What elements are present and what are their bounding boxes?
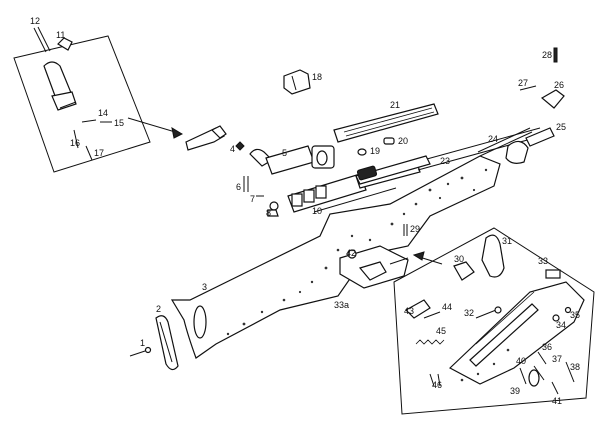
label-4: 4 <box>230 144 235 154</box>
part-4 <box>185 127 225 151</box>
label-39: 39 <box>510 386 520 396</box>
label-29: 29 <box>410 224 420 234</box>
part-21-handguard <box>333 103 439 143</box>
label-10: 10 <box>312 206 322 216</box>
part-1-screw <box>129 349 149 357</box>
label-5: 5 <box>282 148 287 158</box>
label-3: 3 <box>202 282 207 292</box>
label-26: 26 <box>554 80 564 90</box>
part-20 <box>383 137 395 145</box>
label-33a: 33a <box>334 300 349 310</box>
part-25-barrel-band <box>505 127 555 164</box>
label-37: 37 <box>552 354 562 364</box>
label-12: 12 <box>30 16 40 26</box>
label-43: 43 <box>404 306 414 316</box>
label-21: 21 <box>390 100 400 110</box>
part-28 <box>553 47 558 63</box>
label-40: 40 <box>516 356 526 366</box>
label-42: 42 <box>346 248 356 258</box>
part-23-cap <box>356 165 378 181</box>
part-4b <box>210 125 227 139</box>
label-44: 44 <box>442 302 452 312</box>
label-19: 19 <box>370 146 380 156</box>
label-35: 35 <box>570 310 580 320</box>
label-15: 15 <box>114 118 124 128</box>
label-7: 7 <box>250 194 255 204</box>
label-2: 2 <box>156 304 161 314</box>
part-3-stock <box>170 155 501 359</box>
part-number-labels: 1 2 3 4 5 6 7 8 10 11 12 14 15 16 17 18 … <box>30 16 580 406</box>
label-28: 28 <box>542 50 552 60</box>
label-32: 32 <box>464 308 474 318</box>
part-24 <box>477 127 531 153</box>
trigger-inset-panel <box>393 227 595 415</box>
part-23 <box>355 155 431 185</box>
part-2-butt-plate <box>155 315 179 371</box>
label-45: 45 <box>436 326 446 336</box>
part-4-spring <box>235 141 245 151</box>
label-30: 30 <box>454 254 464 264</box>
part-19 <box>357 148 367 156</box>
part-33a-trigger-housing <box>339 245 409 289</box>
part-26 <box>540 89 565 109</box>
label-33: 33 <box>538 256 548 266</box>
label-17: 17 <box>94 148 104 158</box>
label-36: 36 <box>542 342 552 352</box>
label-11: 11 <box>56 30 65 40</box>
label-18: 18 <box>312 72 322 82</box>
part-8b <box>267 209 279 217</box>
label-23: 23 <box>440 156 450 166</box>
part-5-operating-slide <box>249 145 335 175</box>
label-46: 46 <box>432 380 442 390</box>
label-20: 20 <box>398 136 408 146</box>
label-41: 41 <box>552 396 562 406</box>
label-24: 24 <box>488 134 498 144</box>
bolt-inset-panel <box>13 26 184 173</box>
label-8: 8 <box>266 208 271 218</box>
part-8 <box>269 201 279 211</box>
label-16: 16 <box>70 138 80 148</box>
label-1: 1 <box>140 338 145 348</box>
label-38: 38 <box>570 362 580 372</box>
label-6: 6 <box>236 182 241 192</box>
label-27: 27 <box>518 78 528 88</box>
label-31: 31 <box>502 236 512 246</box>
label-25: 25 <box>556 122 566 132</box>
part-18-rear-sight <box>283 69 311 95</box>
label-14: 14 <box>98 108 108 118</box>
label-34: 34 <box>556 320 566 330</box>
part-27 <box>519 85 537 91</box>
